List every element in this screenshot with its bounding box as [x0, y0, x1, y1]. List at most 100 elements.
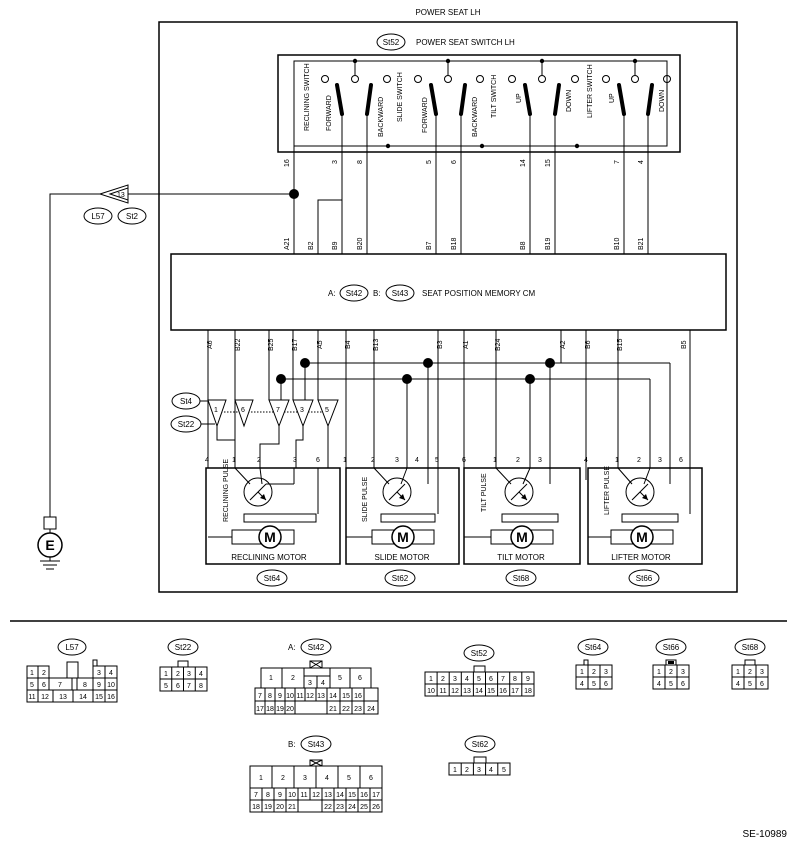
svg-text:1: 1 — [615, 457, 619, 464]
svg-text:6: 6 — [369, 775, 373, 782]
switch-contacts — [321, 61, 671, 83]
svg-text:10: 10 — [107, 682, 115, 689]
svg-text:B6: B6 — [585, 340, 592, 349]
svg-text:M: M — [516, 529, 528, 545]
svg-text:13: 13 — [463, 688, 471, 695]
svg-text:3: 3 — [477, 767, 481, 774]
svg-text:4: 4 — [736, 681, 740, 688]
svg-text:15: 15 — [342, 693, 350, 700]
svg-text:St4: St4 — [180, 397, 193, 406]
svg-text:6: 6 — [760, 681, 764, 688]
svg-text:6: 6 — [679, 457, 683, 464]
svg-text:9: 9 — [526, 676, 530, 683]
svg-text:B20: B20 — [357, 237, 364, 250]
svg-text:9: 9 — [97, 682, 101, 689]
svg-text:6: 6 — [681, 681, 685, 688]
svg-text:2: 2 — [465, 767, 469, 774]
svg-text:2: 2 — [257, 457, 261, 464]
svg-text:St2: St2 — [126, 212, 139, 221]
svg-text:4: 4 — [657, 681, 661, 688]
svg-text:15: 15 — [348, 792, 356, 799]
svg-text:12: 12 — [451, 688, 459, 695]
svg-text:3: 3 — [332, 160, 339, 164]
svg-text:FORWARD: FORWARD — [326, 95, 333, 131]
svg-text:2: 2 — [516, 457, 520, 464]
svg-text:7: 7 — [254, 792, 258, 799]
svg-text:B8: B8 — [520, 241, 527, 250]
svg-text:9: 9 — [278, 792, 282, 799]
svg-text:B24: B24 — [495, 338, 502, 351]
reclining-motor: 4 1 2 3 6 RECLINING PULSE M RECLINING MO… — [205, 457, 341, 565]
svg-text:19: 19 — [276, 706, 284, 713]
svg-text:St68: St68 — [742, 643, 759, 652]
svg-text:20: 20 — [276, 804, 284, 811]
svg-text:St22: St22 — [178, 420, 195, 429]
svg-text:8: 8 — [513, 676, 517, 683]
svg-text:St68: St68 — [513, 574, 530, 583]
svg-text:SLIDE MOTOR: SLIDE MOTOR — [375, 553, 430, 562]
svg-text:3: 3 — [760, 669, 764, 676]
svg-text:L57: L57 — [65, 643, 79, 652]
ground-connector-13: 13 — [98, 184, 129, 204]
svg-text:B21: B21 — [638, 237, 645, 250]
switch-name: POWER SEAT SWITCH LH — [416, 38, 515, 47]
svg-text:BACKWARD: BACKWARD — [378, 97, 385, 137]
svg-text:3: 3 — [303, 775, 307, 782]
svg-text:A6: A6 — [207, 340, 214, 349]
svg-text:5: 5 — [164, 683, 168, 690]
svg-text:10: 10 — [286, 693, 294, 700]
svg-text:3: 3 — [538, 457, 542, 464]
svg-text:14: 14 — [475, 688, 483, 695]
svg-text:St43: St43 — [308, 740, 325, 749]
switch-code-oval: St52 — [376, 33, 406, 51]
svg-text:13: 13 — [117, 192, 125, 199]
svg-text:15: 15 — [95, 694, 103, 701]
svg-text:12: 12 — [312, 792, 320, 799]
svg-text:3: 3 — [300, 407, 304, 414]
svg-text:2: 2 — [592, 669, 596, 676]
svg-text:16: 16 — [284, 159, 291, 167]
svg-text:21: 21 — [288, 804, 296, 811]
svg-text:11: 11 — [28, 694, 35, 701]
svg-text:TILT MOTOR: TILT MOTOR — [497, 553, 545, 562]
svg-text:1: 1 — [453, 767, 457, 774]
svg-text:2: 2 — [748, 669, 752, 676]
svg-text:L57: L57 — [91, 212, 105, 221]
ground-label: E — [45, 537, 54, 553]
svg-text:12: 12 — [306, 693, 314, 700]
svg-text:19: 19 — [264, 804, 272, 811]
svg-text:2: 2 — [441, 676, 445, 683]
svg-text:3: 3 — [604, 669, 608, 676]
svg-text:St62: St62 — [392, 574, 409, 583]
svg-text:DOWN: DOWN — [566, 90, 573, 112]
svg-text:FORWARD: FORWARD — [422, 97, 429, 133]
svg-text:8: 8 — [357, 160, 364, 164]
svg-text:5: 5 — [435, 457, 439, 464]
svg-text:1: 1 — [164, 671, 168, 678]
svg-text:4: 4 — [199, 671, 203, 678]
lifter-motor: 1 2 3 6 LIFTER PULSE M LIFTER MOTOR — [587, 457, 703, 565]
svg-text:B10: B10 — [614, 237, 621, 250]
svg-text:5: 5 — [592, 681, 596, 688]
svg-text:DOWN: DOWN — [659, 90, 666, 112]
svg-text:B9: B9 — [332, 241, 339, 250]
svg-text:8: 8 — [268, 693, 272, 700]
svg-text:B15: B15 — [617, 338, 624, 351]
svg-text:4: 4 — [584, 457, 588, 464]
svg-text:16: 16 — [354, 693, 362, 700]
svg-text:6: 6 — [176, 683, 180, 690]
switch-to-cm-wires — [293, 114, 649, 254]
svg-text:14: 14 — [79, 694, 87, 701]
svg-text:26: 26 — [372, 804, 380, 811]
svg-text:B4: B4 — [345, 340, 352, 349]
svg-text:5: 5 — [669, 681, 673, 688]
svg-text:1: 1 — [269, 675, 273, 682]
outer-frame — [158, 21, 738, 593]
svg-text:St62: St62 — [472, 740, 489, 749]
svg-text:LIFTER SWITCH: LIFTER SWITCH — [587, 64, 594, 118]
svg-text:B13: B13 — [373, 338, 380, 351]
